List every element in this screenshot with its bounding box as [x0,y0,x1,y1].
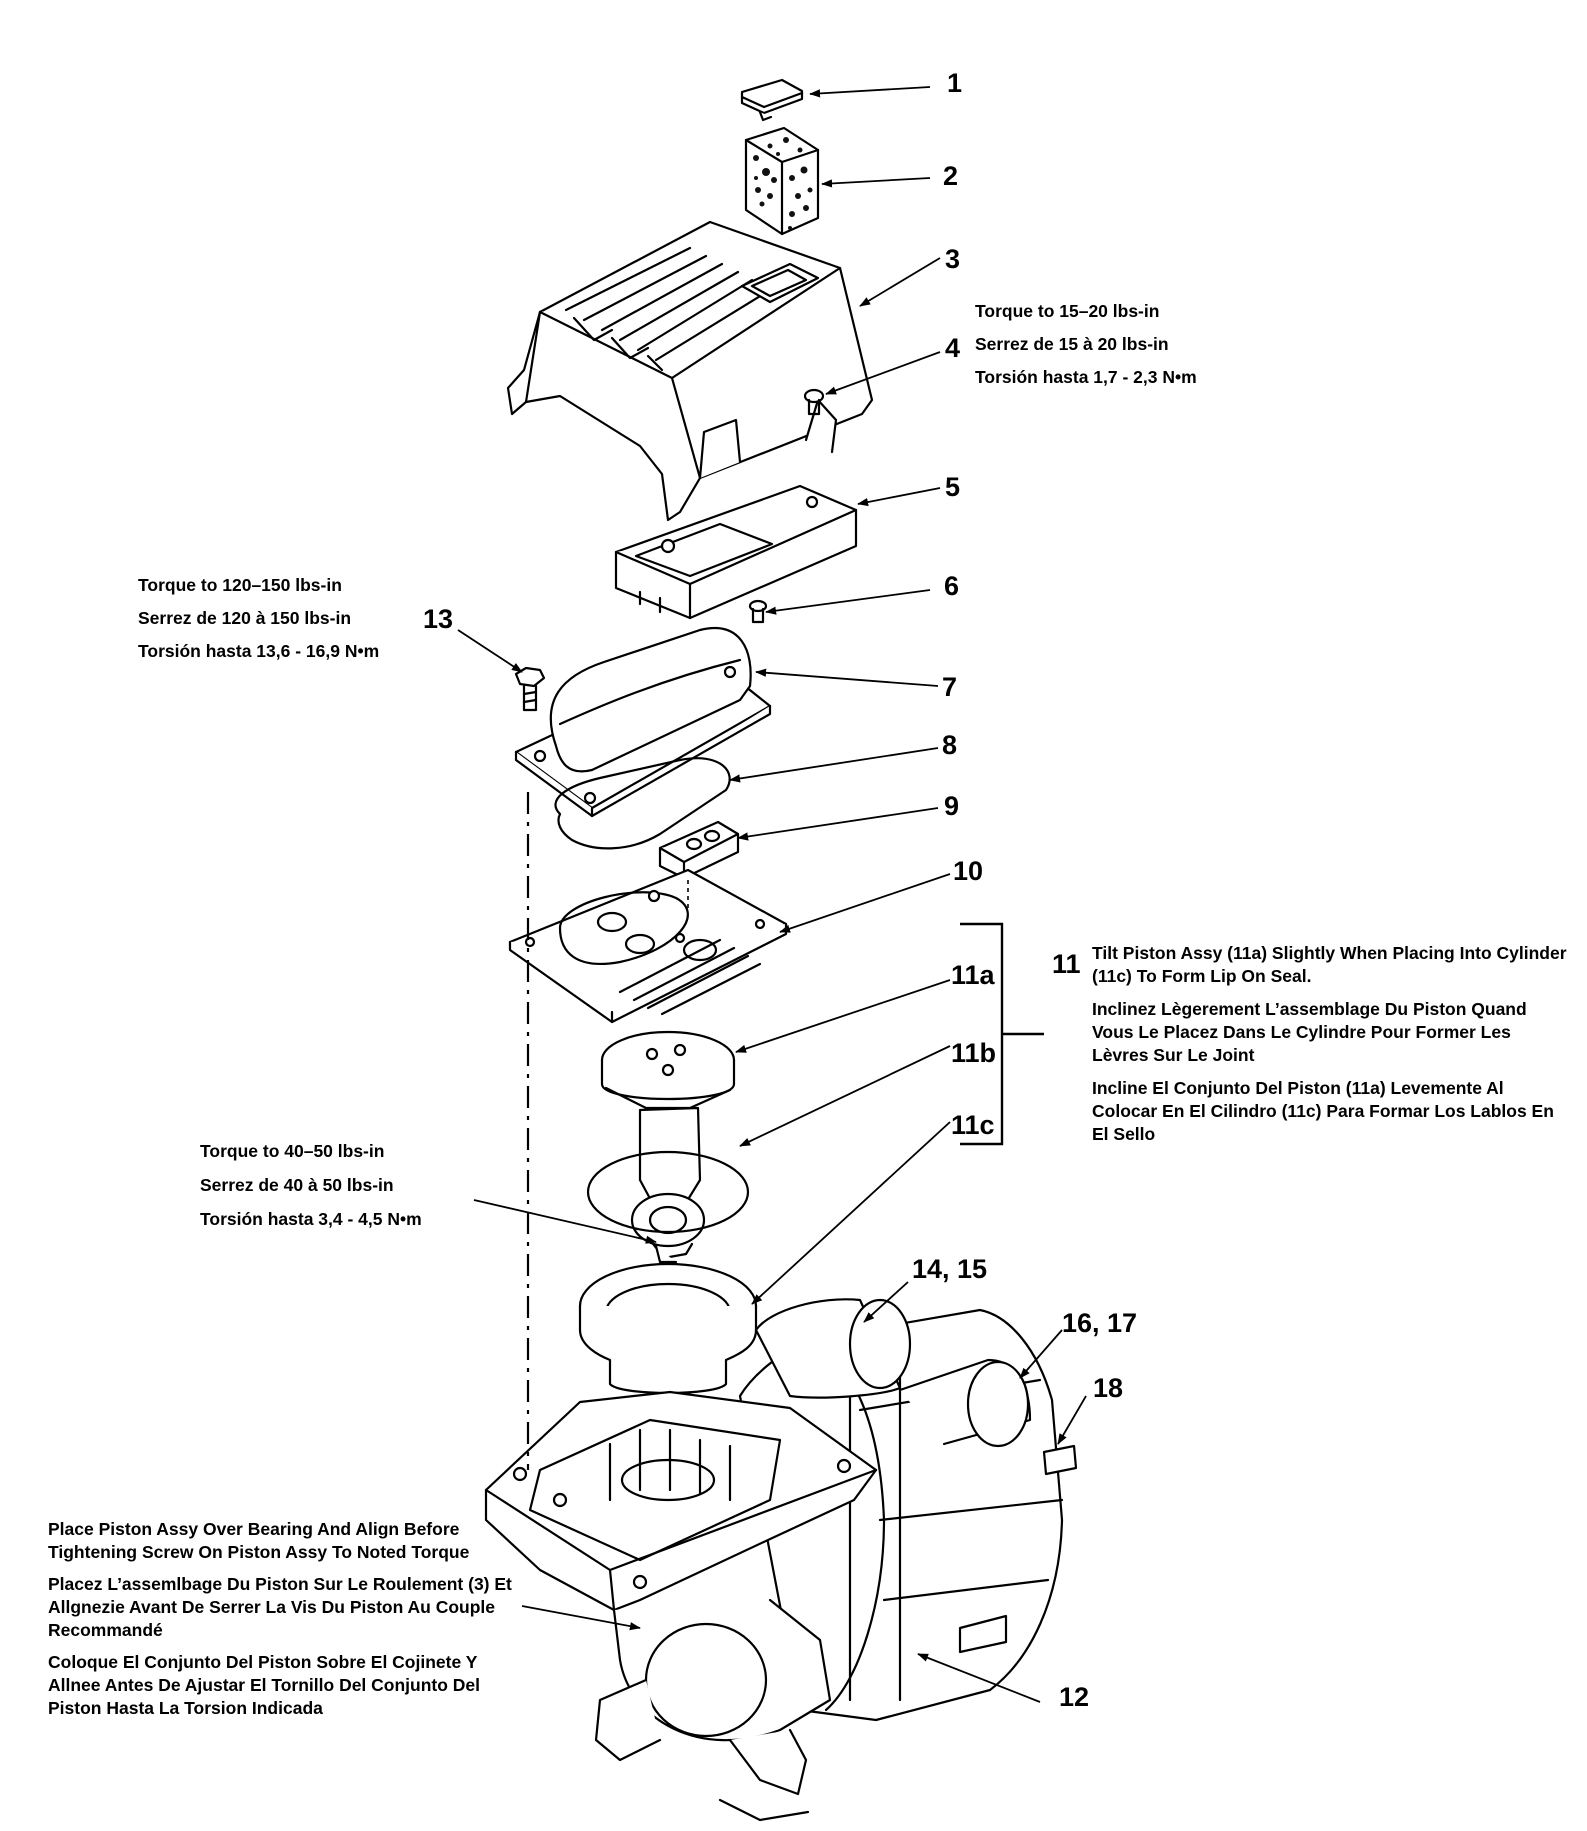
leader-16-17 [1019,1329,1063,1379]
leader-13 [457,629,523,673]
note-torque-rod-es: Torsión hasta 3,4 - 4,5 N•m [200,1209,422,1229]
leader-1 [809,86,931,98]
note-tilt-piston: Tilt Piston Assy (11a) Slightly When Pla… [1092,942,1567,1156]
leader-torque-rod [473,1199,657,1244]
leader-2 [821,177,931,188]
note-place-piston-en: Place Piston Assy Over Bearing And Align… [48,1519,470,1562]
leader-8 [729,747,939,783]
leader-9 [737,807,939,841]
note-place-piston-fr: Placez L’assemlbage Du Piston Sur Le Rou… [48,1574,512,1640]
leader-11c [751,1121,951,1305]
note-torque-rod-en: Torque to 40–50 lbs-in [200,1141,385,1161]
leader-7 [755,668,939,687]
part-cylinder-sleeve [578,1262,758,1395]
leader-place-piston [521,1605,641,1631]
leader-18 [1057,1395,1087,1445]
part-10-valve-plate [508,868,788,1024]
label-part-18: 18 [1093,1373,1124,1403]
label-part-1: 1 [947,68,963,98]
note-place-piston-es: Coloque El Conjunto Del Piston Sobre El … [48,1652,481,1718]
label-part-3: 3 [945,244,961,274]
note-torque-part-13-es: Torsión hasta 13,6 - 16,9 N•m [138,641,380,661]
note-tilt-piston-en: Tilt Piston Assy (11a) Slightly When Pla… [1092,943,1567,986]
label-part-6: 6 [944,571,960,601]
leader-3 [859,257,941,307]
label-part-11: 11 [1052,949,1081,979]
note-place-piston: Place Piston Assy Over Bearing And Align… [48,1518,518,1729]
note-tilt-piston-fr: Inclinez Lègerement L’assemblage Du Pist… [1092,999,1527,1065]
group-11-bracket [960,922,1044,1146]
part-12-crankcase-motor [484,1298,1078,1822]
leader-4 [825,351,941,395]
part-11a-piston [600,1030,736,1110]
part-5-bracket [614,484,858,620]
part-4-shroud-screw [803,388,825,416]
part-8-o-ring [554,757,731,850]
leader-11a [735,979,951,1053]
label-part-9: 9 [944,791,960,821]
leader-10 [779,873,951,933]
label-part-12: 12 [1059,1682,1090,1712]
label-part-11b: 11b [951,1038,997,1068]
part-1-filter-cap [740,78,804,122]
note-torque-part-13: Torque to 120–150 lbs-in Serrez de 120 à… [138,574,518,673]
part-2-filter-element [744,126,820,236]
label-part-14-15: 14, 15 [912,1254,988,1284]
part-11c-connecting-rod [586,1106,750,1264]
label-part-7: 7 [942,672,958,702]
label-part-5: 5 [945,472,961,502]
note-torque-part-4-fr: Serrez de 15 à 20 lbs-in [975,334,1169,354]
leader-5 [857,487,941,507]
leader-6 [765,589,931,615]
label-part-13: 13 [423,604,454,634]
label-part-11a: 11a [951,960,995,990]
leader-14-15 [863,1281,909,1323]
label-part-4: 4 [945,333,961,363]
note-torque-rod: Torque to 40–50 lbs-in Serrez de 40 à 50… [200,1140,560,1242]
leader-11b [739,1045,951,1147]
part-3-shroud [506,220,874,522]
part-7-cylinder-head [514,627,772,818]
part-13-head-bolt [514,666,546,712]
note-torque-part-4-es: Torsión hasta 1,7 - 2,3 N•m [975,367,1197,387]
note-torque-part-4: Torque to 15–20 lbs-in Serrez de 15 à 20… [975,300,1395,399]
note-tilt-piston-es: Incline El Conjunto Del Piston (11a) Lev… [1092,1078,1554,1144]
note-torque-part-13-fr: Serrez de 120 à 150 lbs-in [138,608,352,628]
label-part-10: 10 [953,856,984,886]
note-torque-part-4-en: Torque to 15–20 lbs-in [975,301,1160,321]
part-6-bracket-screw [748,599,768,624]
note-torque-rod-fr: Serrez de 40 à 50 lbs-in [200,1175,394,1195]
leader-12 [917,1653,1041,1703]
label-part-8: 8 [942,730,958,760]
label-part-16-17: 16, 17 [1062,1308,1138,1338]
note-torque-part-13-en: Torque to 120–150 lbs-in [138,575,342,595]
label-part-11c: 11c [951,1110,995,1140]
label-part-2: 2 [943,161,959,191]
